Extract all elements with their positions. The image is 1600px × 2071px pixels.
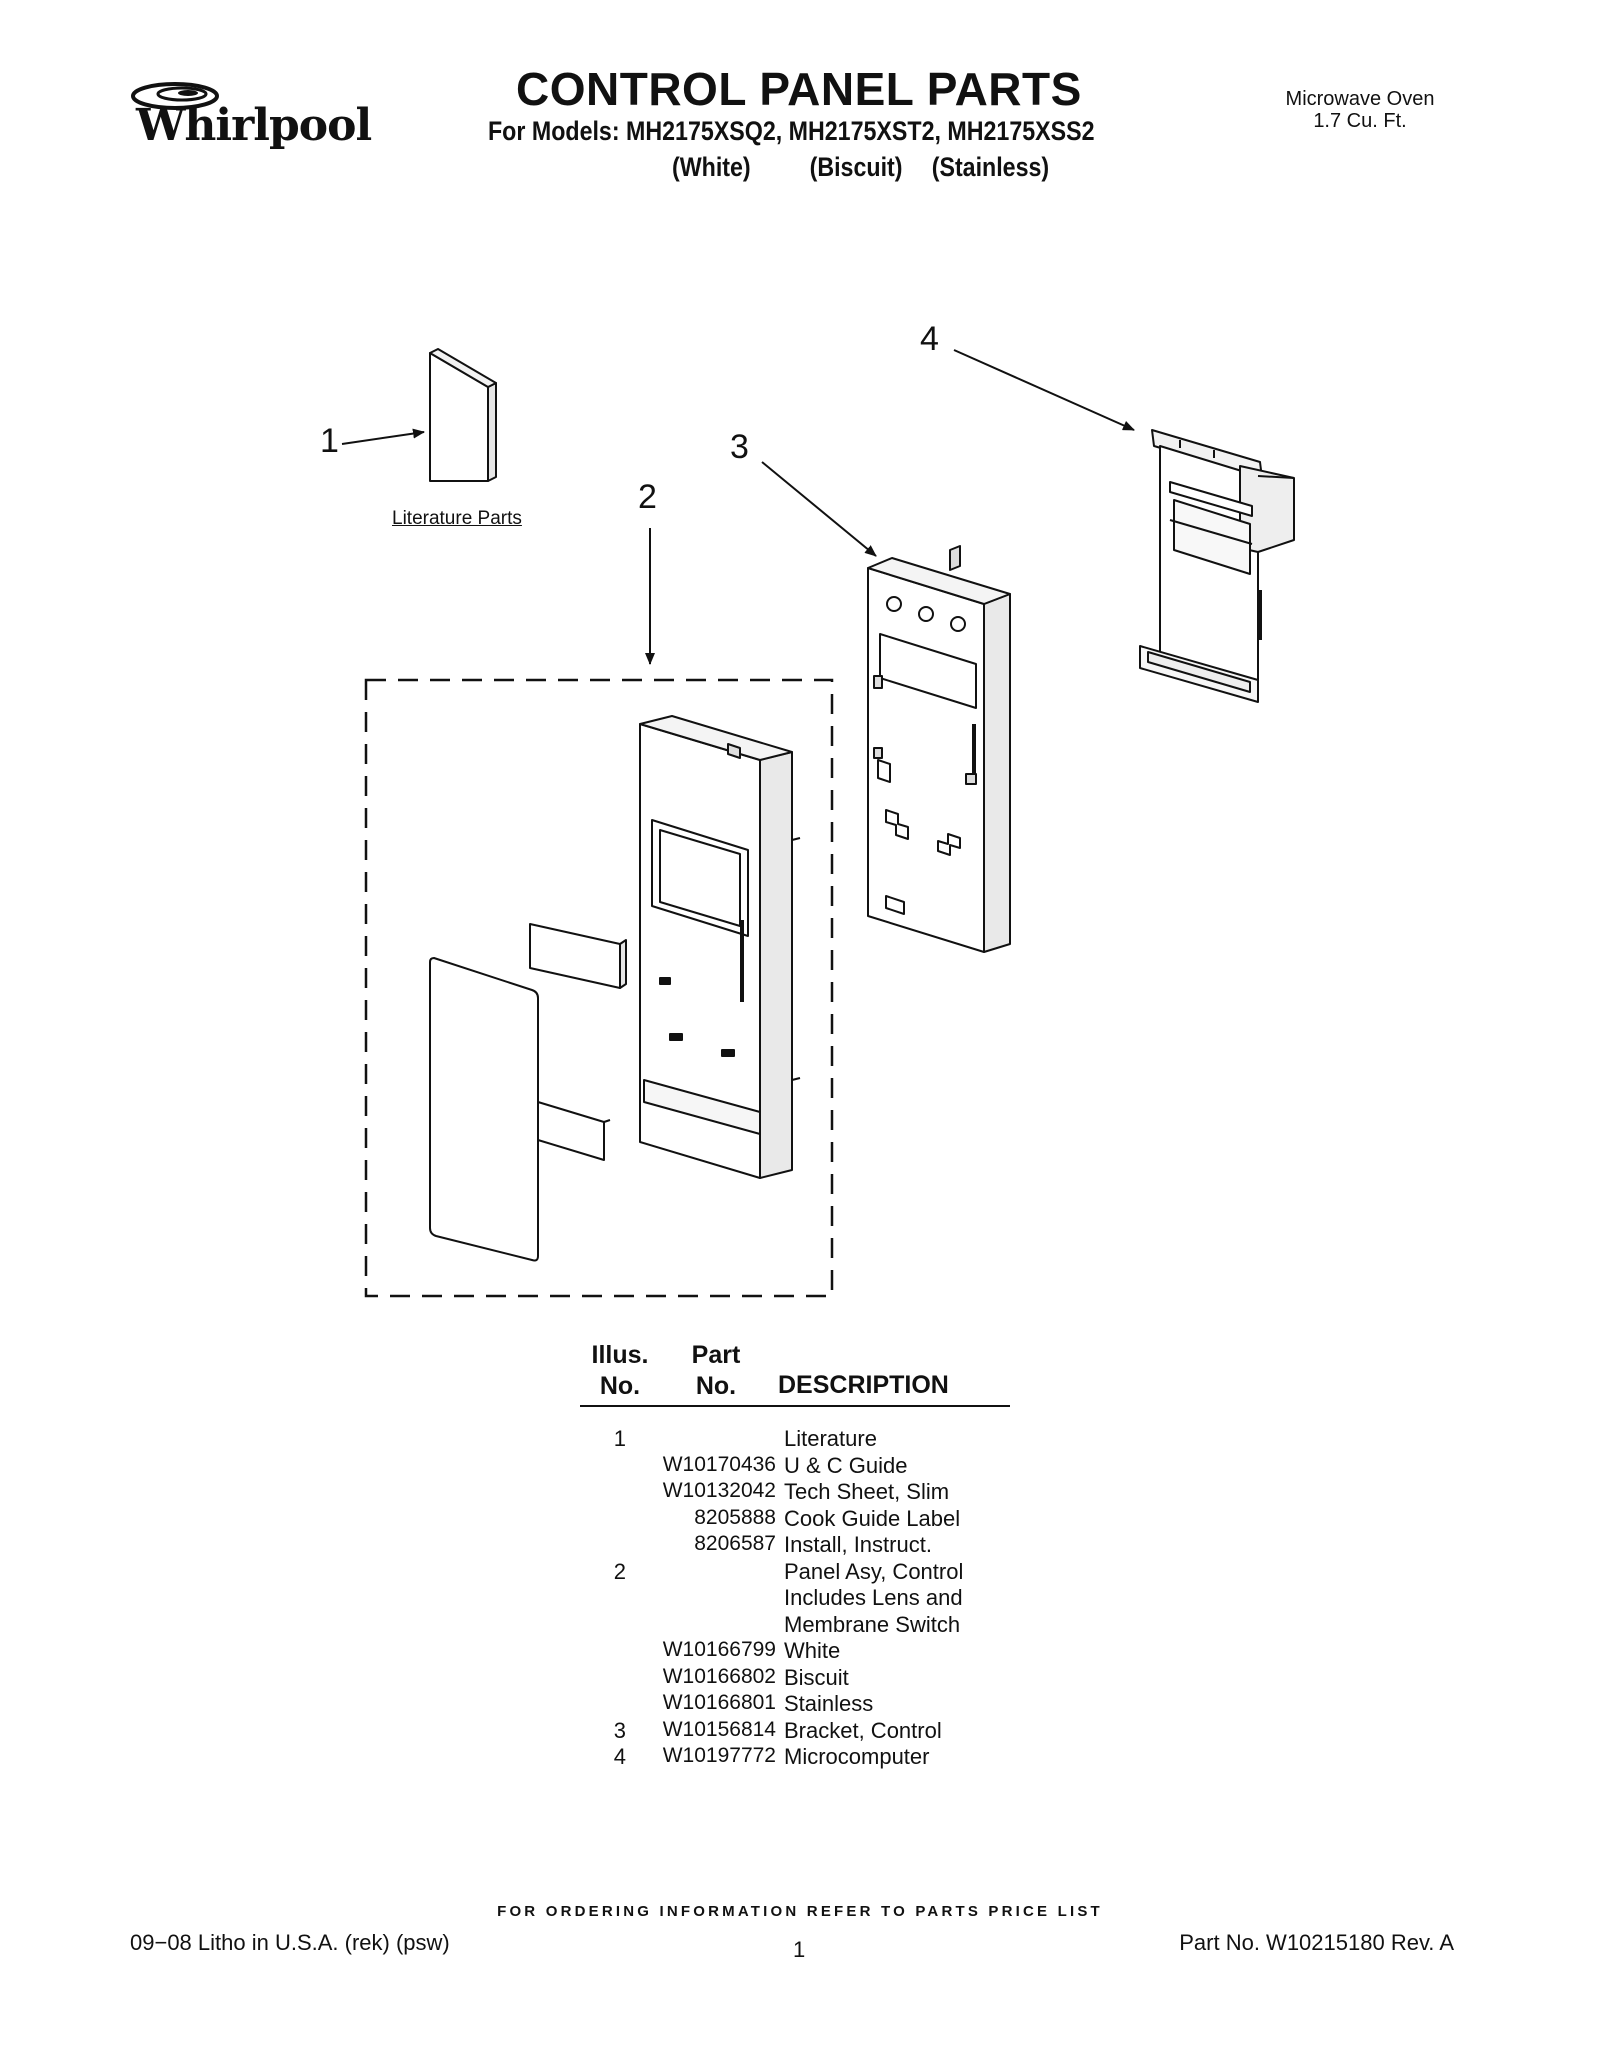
header-part-no: Part No. (676, 1340, 756, 1402)
literature-parts-label: Literature Parts (392, 508, 522, 529)
header-divider (580, 1405, 1010, 1407)
models-line: For Models: MH2175XSQ2, MH2175XST2, MH21… (488, 116, 1095, 146)
variant-biscuit: (Biscuit) (809, 152, 903, 182)
brand-name: Whirlpool (136, 100, 372, 151)
variant-white: (White) (672, 152, 751, 182)
document-part-number: Part No. W10215180 Rev. A (1179, 1930, 1454, 1955)
product-capacity: 1.7 Cu. Ft. (1313, 110, 1407, 132)
part-control-bracket (867, 545, 1011, 953)
litho-info: 09−08 Litho in U.S.A. (rek) (psw) (130, 1930, 450, 1955)
part-membrane-tail (537, 1101, 611, 1161)
page-number: 1 (793, 1937, 806, 1962)
part-control-panel (639, 715, 801, 1179)
leader-line-3 (761, 461, 877, 557)
ordering-note: FOR ORDERING INFORMATION REFER TO PARTS … (497, 1903, 1103, 1920)
exploded-diagram (341, 348, 1295, 1298)
leader-line-4 (953, 349, 1135, 431)
leader-line-1 (341, 428, 425, 445)
header-part-line2: No. (695, 1372, 737, 1400)
part-microcomputer (1139, 429, 1295, 703)
product-name: Microwave Oven (1285, 88, 1435, 110)
callout-4: 4 (920, 320, 939, 358)
part-literature-booklet (429, 348, 497, 482)
callout-2: 2 (638, 478, 657, 516)
callout-1: 1 (320, 422, 339, 460)
header-illus-line2: No. (599, 1372, 641, 1400)
header-illus-no: Illus. No. (580, 1340, 660, 1402)
assembly-2-boundary (364, 678, 834, 1298)
part-membrane-switch (429, 957, 539, 1262)
header-part-line1: Part (691, 1341, 741, 1369)
header-description: DESCRIPTION (778, 1371, 949, 1399)
callout-3: 3 (730, 428, 749, 466)
part-lens (529, 923, 627, 989)
model-variants: (White) (Biscuit) (Stainless) (672, 152, 1102, 186)
page-title: CONTROL PANEL PARTS (516, 63, 1082, 115)
brand-logo: Whirlpool (128, 70, 378, 170)
swirl-icon (131, 82, 219, 110)
variant-stainless: (Stainless) (931, 152, 1050, 182)
product-info: Microwave Oven 1.7 Cu. Ft. (1260, 88, 1460, 132)
header-illus-line1: Illus. (591, 1341, 649, 1369)
